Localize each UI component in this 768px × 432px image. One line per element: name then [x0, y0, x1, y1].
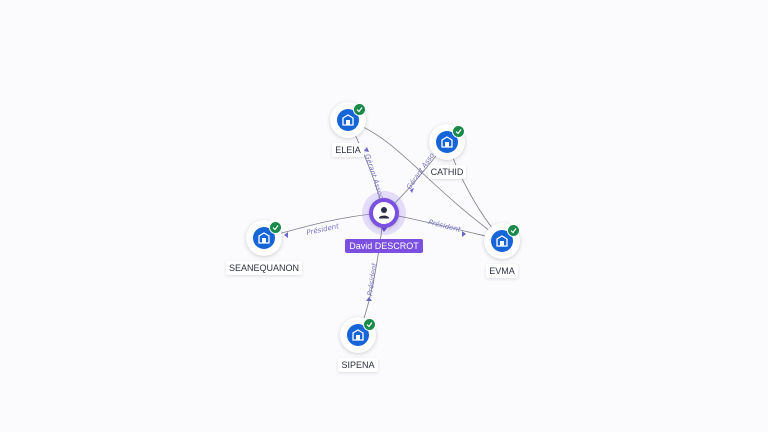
- company-name: SEANEQUANON: [225, 261, 302, 275]
- person-icon: [378, 207, 390, 219]
- arrow-eleia: [364, 147, 369, 152]
- arrow-seanequanon: [284, 232, 288, 238]
- company-name: EVMA: [486, 264, 518, 278]
- verified-check-icon: [269, 221, 282, 234]
- pin-tip: [379, 225, 389, 232]
- arrow-evma: [462, 231, 466, 237]
- building-icon: [253, 227, 275, 249]
- company-name: ELEIA: [332, 143, 364, 157]
- edge-label-seanequanon: Président: [306, 222, 340, 237]
- arrow-sipena: [366, 297, 372, 301]
- building-icon: [491, 230, 513, 252]
- verified-check-icon: [353, 103, 366, 116]
- person-name: David DESCROT: [345, 239, 423, 253]
- company-name: SIPENA: [338, 358, 378, 372]
- edge-label-sipena: Président: [366, 262, 379, 296]
- verified-check-icon: [363, 318, 376, 331]
- building-icon: [337, 109, 359, 131]
- edge-label-evma: Président: [428, 218, 462, 234]
- arrow-cathid: [410, 188, 414, 193]
- company-name: CATHID: [427, 165, 467, 179]
- building-icon: [436, 131, 458, 153]
- verified-check-icon: [507, 224, 520, 237]
- verified-check-icon: [452, 125, 465, 138]
- person-pin: [369, 198, 399, 228]
- edge-eleia-evma: [347, 119, 503, 241]
- building-icon: [347, 324, 369, 346]
